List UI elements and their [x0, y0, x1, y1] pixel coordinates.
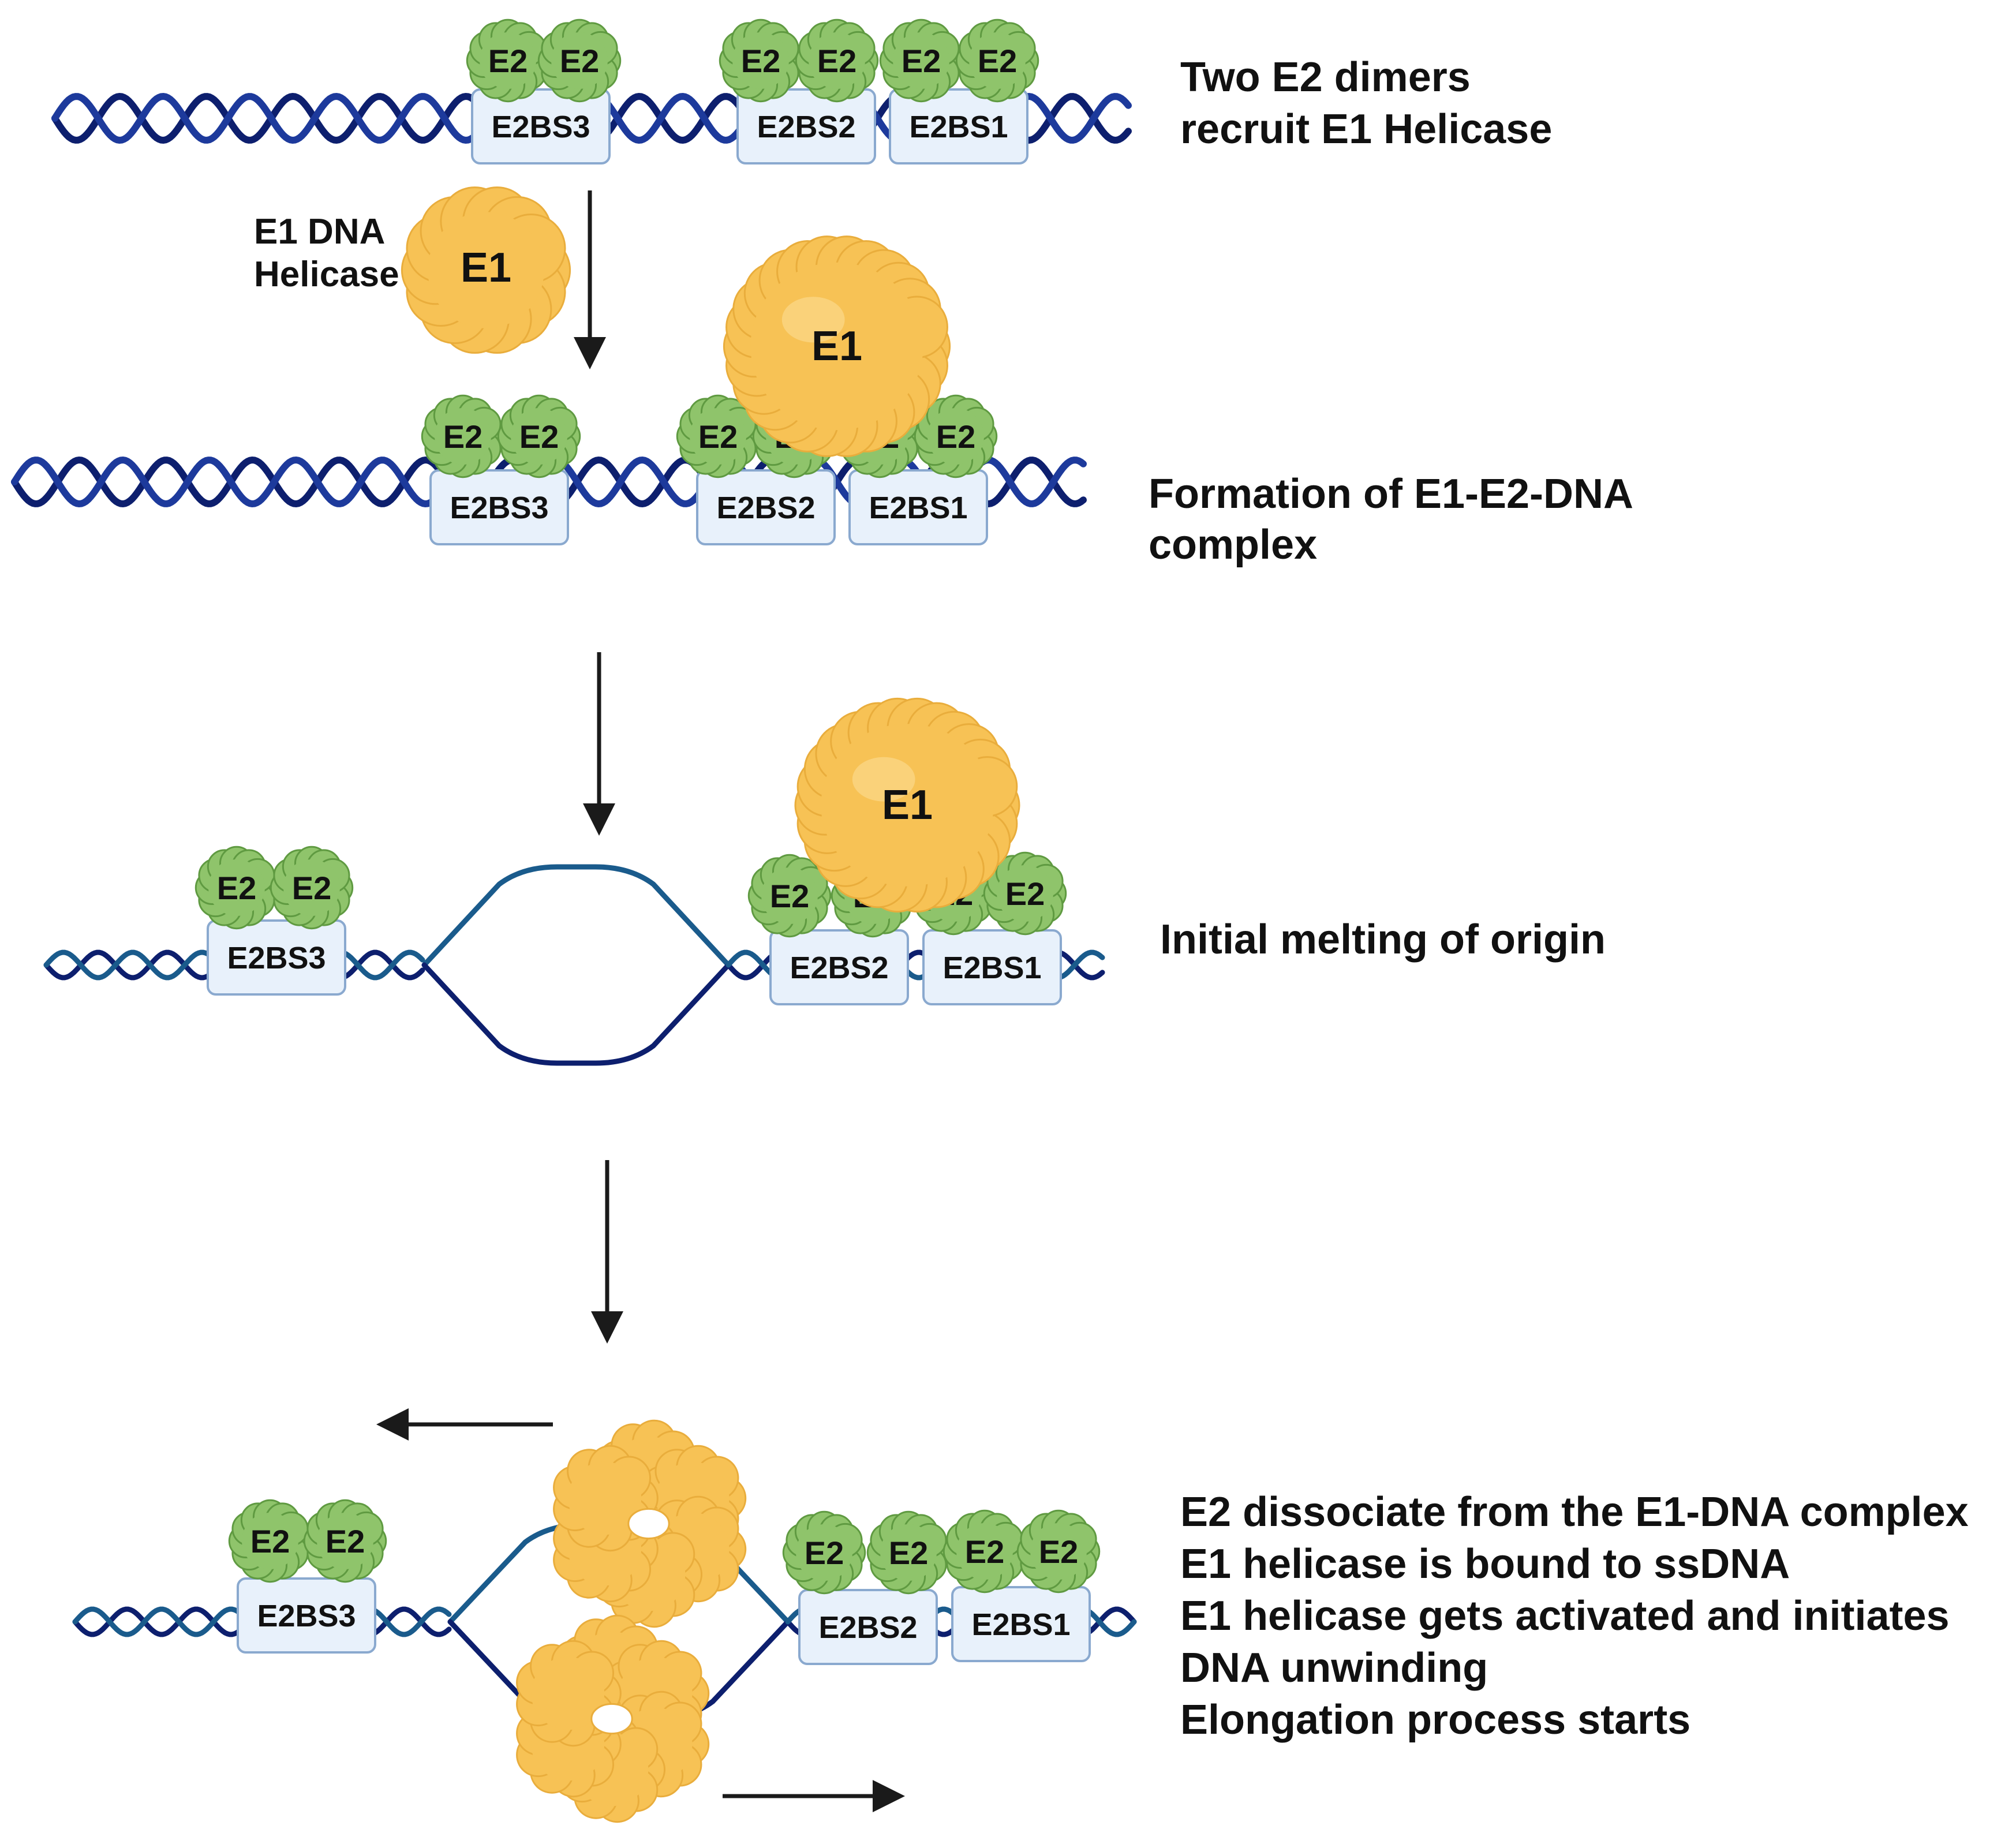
step4-e2-dimer-bs2-right-label: E2	[889, 1535, 929, 1571]
step4-e2-dimer-bs3-left: E2	[228, 1499, 312, 1583]
step4-e2-dimer-bs1-left-label: E2	[965, 1533, 1005, 1570]
step2-e2bs1-box-label: E2BS1	[869, 491, 967, 525]
step4-caption-line1: E2 dissociate from the E1-DNA complex	[1180, 1489, 1969, 1535]
step3-e2bs3-box-label: E2BS3	[227, 941, 326, 975]
step2-e2-dimer-bs3-right-label: E2	[519, 418, 559, 455]
step1-e2-dimer-bs2-right: E2	[795, 18, 879, 103]
step3-e1-helicase: E1	[794, 697, 1020, 913]
step1-e2-dimer-bs3-right: E2	[537, 18, 622, 103]
arrow-layer	[376, 190, 905, 1812]
free-e1-helicase: E1	[401, 186, 571, 354]
step2-e2-dimer-bs2-left-label: E2	[698, 418, 738, 455]
step3-e1-helicase-label: E1	[882, 782, 933, 828]
step1-e2bs3-box: E2BS3	[471, 88, 611, 164]
step4-e2bs3-box-label: E2BS3	[257, 1599, 356, 1633]
step3-e2bs3-box: E2BS3	[207, 919, 346, 996]
step2-caption-line2: complex	[1149, 522, 1317, 568]
step2-e2bs2-box-label: E2BS2	[716, 491, 815, 525]
step1-e2-dimer-bs1-left: E2	[879, 18, 963, 103]
step4-e1-ring-bottom-subunit-6	[516, 1640, 622, 1747]
step1-e2bs1-box: E2BS1	[889, 88, 1028, 164]
step3-caption-line1: Initial melting of origin	[1160, 917, 1606, 963]
step4-caption-line2: E1 helicase is bound to ssDNA	[1180, 1541, 1790, 1587]
step4-e1-ring-top	[553, 1419, 747, 1628]
step1-e2bs2-box: E2BS2	[736, 88, 876, 164]
step4-caption-line5: Elongation process starts	[1180, 1697, 1690, 1743]
step4-e2bs1-box: E2BS1	[951, 1586, 1091, 1662]
e1-free-label-line2: Helicase	[254, 255, 399, 294]
step3-e2-dimer-bs3-left: E2	[195, 846, 279, 930]
step2-e2-dimer-bs1-right: E2	[914, 394, 998, 478]
step1-caption-line1: Two E2 dimers	[1180, 54, 1471, 100]
step1-e2-dimer-bs2-left-label: E2	[741, 43, 781, 79]
step1-e2-dimer-bs3-left-label: E2	[488, 43, 528, 79]
step2-e2-dimer-bs3-left: E2	[421, 394, 505, 478]
step1-e2bs3-box-label: E2BS3	[491, 110, 590, 144]
step4-e2-dimer-bs1-left: E2	[942, 1509, 1027, 1594]
step3-e2-dimer-bs3-left-label: E2	[217, 870, 257, 906]
step1-e2bs2-box-label: E2BS2	[757, 110, 855, 144]
step4-e2bs2-box-label: E2BS2	[818, 1610, 917, 1645]
step1-caption-line2: recruit E1 Helicase	[1180, 106, 1552, 152]
step2-e1-helicase-label: E1	[811, 323, 862, 369]
step3-melted-bubble	[421, 864, 731, 1066]
step3-e2bs2-box: E2BS2	[769, 929, 909, 1005]
step1-e2-dimer-bs1-right: E2	[955, 18, 1039, 103]
step4-e2-dimer-bs3-right-label: E2	[326, 1523, 365, 1559]
step2-e2bs1-box: E2BS1	[848, 469, 988, 545]
step1-e2-dimer-bs2-left: E2	[719, 18, 803, 103]
step4-e2-dimer-bs3-left-label: E2	[250, 1523, 290, 1559]
step3-e2bs1-box-label: E2BS1	[942, 951, 1041, 985]
step1-e2-dimer-bs2-right-label: E2	[817, 43, 857, 79]
step4-caption-line4: DNA unwinding	[1180, 1645, 1488, 1691]
step1-e2-dimer-bs1-right-label: E2	[978, 43, 1018, 79]
step4-e2-dimer-bs2-left-label: E2	[805, 1535, 844, 1571]
step2-e1-helicase: E1	[723, 235, 951, 457]
step4-e2-dimer-bs2-right: E2	[866, 1510, 951, 1595]
step2-e2-dimer-bs1-right-label: E2	[936, 418, 976, 455]
step3-e2bs2-box-label: E2BS2	[790, 951, 888, 985]
step3-e2-dimer-bs3-right: E2	[270, 846, 354, 930]
step4-e2bs3-box: E2BS3	[237, 1577, 376, 1654]
step2-e2bs3-box-label: E2BS3	[450, 491, 548, 525]
step3-e2-dimer-bs2-left: E2	[747, 854, 832, 938]
step2-e2bs2-box: E2BS2	[696, 469, 836, 545]
step3-e2bs1-box: E2BS1	[922, 929, 1062, 1005]
step4-e1-ring-top-subunit-6	[553, 1445, 659, 1552]
step4-e2-dimer-bs1-right: E2	[1016, 1509, 1101, 1594]
step3-e2-dimer-bs1-right: E2	[983, 851, 1067, 936]
step4-e2-dimer-bs3-right: E2	[303, 1499, 387, 1583]
step2-e2-dimer-bs3-left-label: E2	[443, 418, 483, 455]
step1-e2-dimer-bs1-left-label: E2	[902, 43, 941, 79]
step2-e2-dimer-bs2-left: E2	[676, 394, 760, 478]
step4-e2bs2-box: E2BS2	[798, 1589, 938, 1665]
step2-caption-line1: Formation of E1-E2-DNA	[1149, 471, 1633, 517]
step2-e2bs3-box: E2BS3	[429, 469, 569, 545]
step3-e2-dimer-bs3-right-label: E2	[292, 870, 332, 906]
free-e1-helicase-label: E1	[461, 245, 511, 291]
e1-free-label-line1: E1 DNA	[254, 212, 385, 252]
step1-e2bs1-box-label: E2BS1	[909, 110, 1008, 144]
step4-e2bs1-box-label: E2BS1	[971, 1607, 1070, 1642]
step4-e2-dimer-bs2-left: E2	[782, 1510, 866, 1595]
step4-caption-line3: E1 helicase gets activated and initiates	[1180, 1593, 1950, 1639]
step1-e2-dimer-bs3-right-label: E2	[560, 43, 600, 79]
step2-e2-dimer-bs3-right: E2	[497, 394, 581, 478]
step3-e2-dimer-bs2-left-label: E2	[770, 878, 810, 914]
step4-e2-dimer-bs1-right-label: E2	[1039, 1533, 1079, 1570]
step4-e1-ring-bottom	[516, 1614, 710, 1823]
step3-e2-dimer-bs1-right-label: E2	[1005, 876, 1045, 912]
